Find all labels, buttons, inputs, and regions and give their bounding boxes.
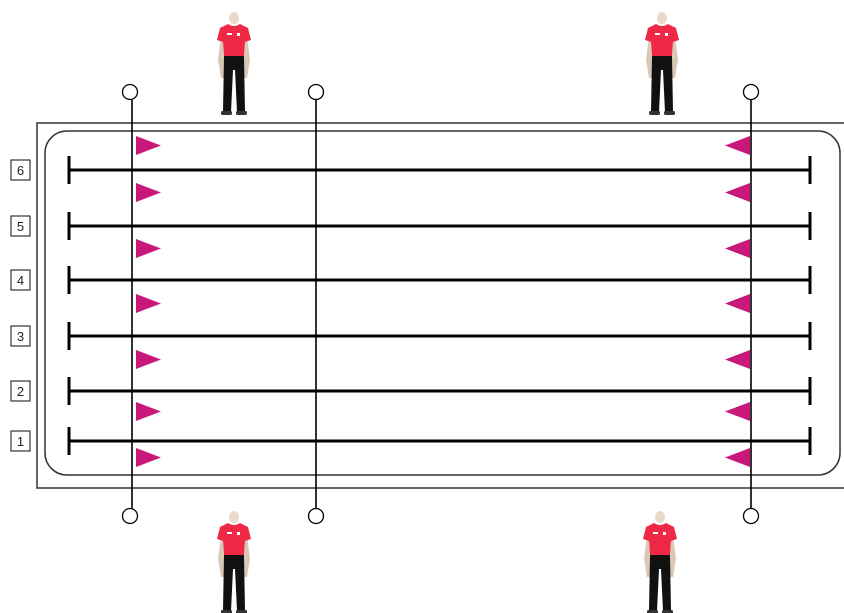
lane-number: 6 <box>17 163 24 178</box>
rope-ring-bottom <box>742 507 760 525</box>
lane-2: 2 <box>10 377 812 405</box>
pool-inner-edge <box>44 130 841 476</box>
flag-icon <box>136 448 161 467</box>
lane-1: 1 <box>10 427 812 455</box>
lane-number: 3 <box>17 329 24 344</box>
lane-number: 2 <box>17 384 24 399</box>
lane-number-box <box>10 215 31 237</box>
rope-ring-top <box>307 83 325 101</box>
rope-left <box>121 83 139 525</box>
flag-icon <box>725 294 750 313</box>
official-figure-bottom-left <box>217 511 251 613</box>
lane-number: 4 <box>17 273 24 288</box>
rope-ring-top <box>742 83 760 101</box>
lane-number-box <box>10 159 31 181</box>
flags-right <box>725 136 750 467</box>
flag-icon <box>136 350 161 369</box>
flag-icon <box>725 136 750 155</box>
lane-number-box <box>10 325 31 347</box>
lane-4: 4 <box>10 266 812 294</box>
flag-icon <box>725 402 750 421</box>
flag-icon <box>725 350 750 369</box>
rope-ring-bottom <box>121 507 139 525</box>
lane-number-box <box>10 269 31 291</box>
official-figure-top-left <box>217 12 251 115</box>
flag-icon <box>136 294 161 313</box>
official-figure-top-right <box>645 12 679 115</box>
lane-6: 6 <box>10 156 812 184</box>
flags-left <box>136 136 161 467</box>
flag-icon <box>136 402 161 421</box>
lane-number: 5 <box>17 219 24 234</box>
rope-ring-bottom <box>307 507 325 525</box>
official-figure-bottom-right <box>643 511 677 613</box>
lane-number-box <box>10 430 31 452</box>
flag-icon <box>725 239 750 258</box>
lane-number: 1 <box>17 434 24 449</box>
lane-5: 5 <box>10 212 812 240</box>
flag-icon <box>136 136 161 155</box>
rope-right <box>742 83 760 525</box>
flag-icon <box>136 183 161 202</box>
lane-3: 3 <box>10 322 812 350</box>
lane-number-box <box>10 380 31 402</box>
rope-center <box>307 83 325 525</box>
rope-ring-top <box>121 83 139 101</box>
flag-icon <box>725 183 750 202</box>
flag-icon <box>725 448 750 467</box>
pool-deck-outline <box>36 122 844 489</box>
flag-icon <box>136 239 161 258</box>
